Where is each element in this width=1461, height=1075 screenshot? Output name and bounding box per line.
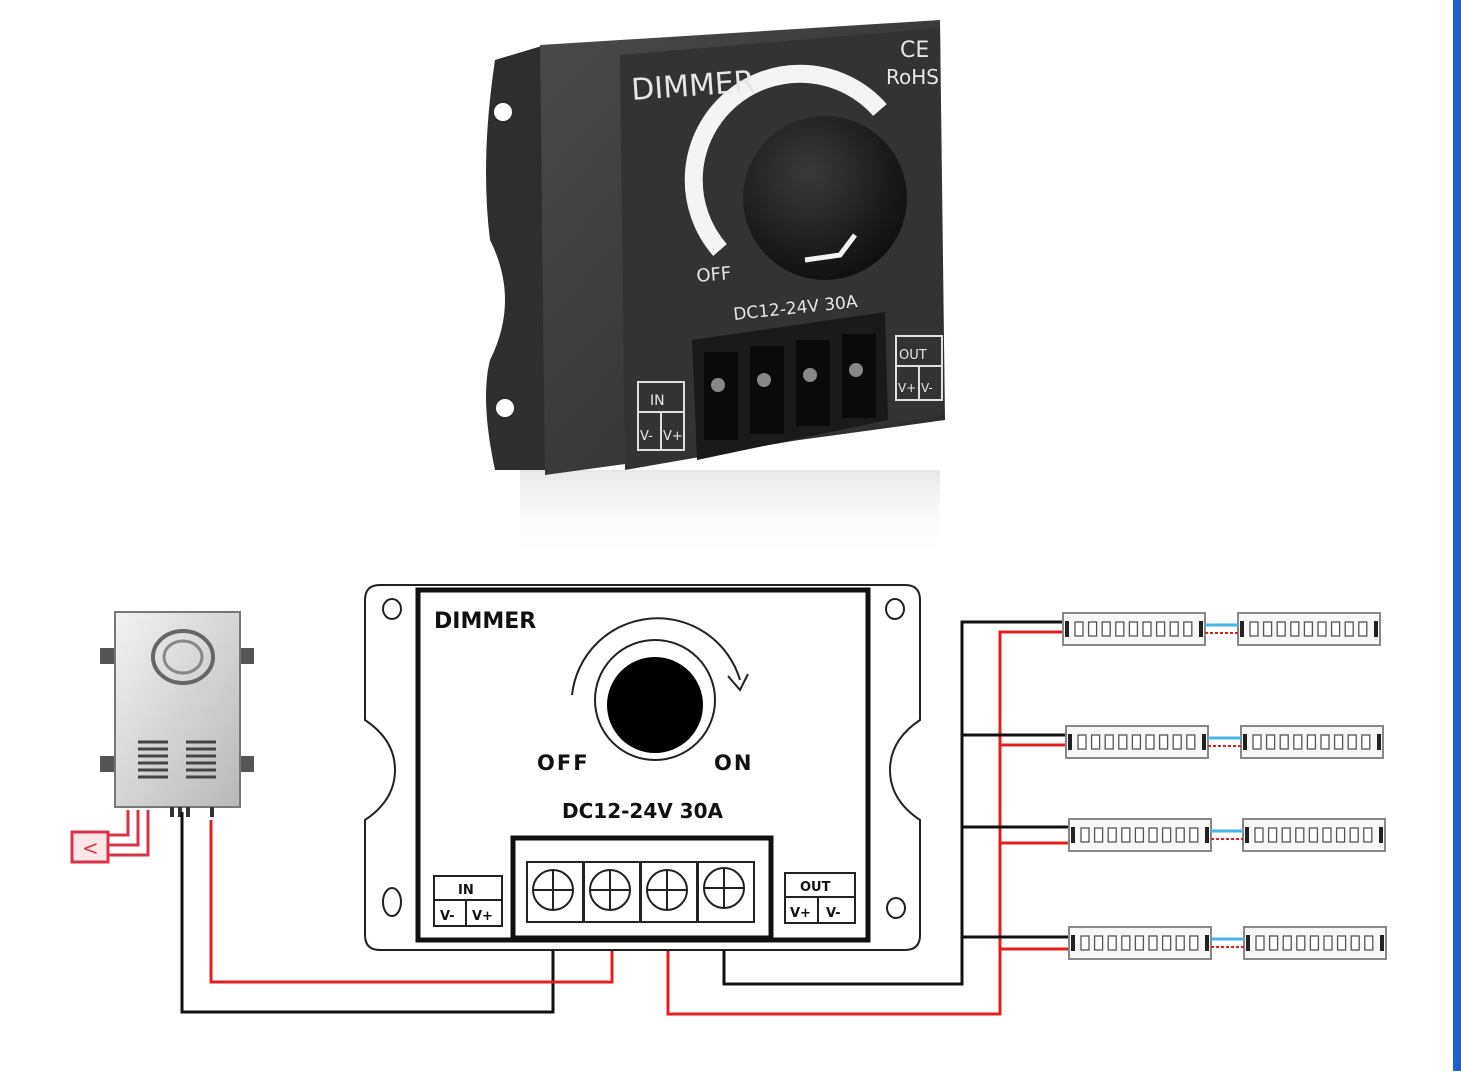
product-ce-mark: CE — [900, 38, 929, 63]
dimmer-in-terminal-label: IN V- V+ — [433, 875, 503, 927]
dimmer-rotation-arrow — [571, 617, 741, 696]
dimmer-knob[interactable] — [607, 657, 703, 753]
product-in-terminal-label: IN V- V+ — [637, 381, 685, 451]
product-knob[interactable] — [743, 116, 907, 280]
power-plug: < — [70, 810, 150, 864]
product-photo: DIMMER CE RoHS OFF DC12-24V 30A IN V- V+… — [486, 20, 945, 560]
led-strip — [1243, 926, 1387, 960]
dimmer-drawing: DIMMER OFF ON DC12-24V 30A IN V- V+ — [364, 584, 921, 951]
led-strip — [1240, 725, 1384, 759]
dimmer-in-title: IN — [458, 883, 474, 898]
product-mount-hole-bottom — [496, 399, 514, 417]
led-strips — [1062, 612, 1387, 960]
power-supply: < — [70, 611, 254, 864]
dimmer-off-label: OFF — [537, 751, 590, 775]
wire-out-positive — [666, 630, 1068, 1016]
dimmer-out-left: V+ — [790, 906, 811, 921]
power-supply-vents — [138, 740, 216, 779]
product-brand-label: DIMMER — [630, 64, 756, 108]
led-strip — [1065, 725, 1209, 759]
product-in-left: V- — [640, 429, 653, 444]
dimmer-terminal-screws — [526, 861, 755, 923]
product-out-right: V- — [921, 381, 933, 395]
accent-bar — [1453, 0, 1461, 1071]
product-knob-indicator — [804, 233, 857, 263]
product-out-terminal-label: OUT V+ V- — [895, 335, 943, 401]
wire-psu-negative — [180, 812, 555, 1014]
product-side-flange — [486, 45, 545, 470]
product-in-right: V+ — [663, 429, 683, 444]
product-reflection — [520, 470, 940, 560]
product-out-left: V+ — [898, 381, 916, 395]
dimmer-title: DIMMER — [434, 609, 536, 634]
dimmer-out-right: V- — [826, 906, 841, 921]
led-strip — [1237, 612, 1381, 646]
power-supply-fan — [151, 629, 215, 685]
led-strip — [1068, 818, 1212, 852]
product-out-title: OUT — [899, 348, 927, 363]
dimmer-in-left: V- — [440, 909, 455, 924]
wire-out-negative — [722, 620, 1068, 986]
led-strip — [1068, 926, 1212, 960]
power-plug-label: < — [82, 836, 99, 860]
product-terminal-screws — [704, 334, 876, 440]
product-rohs-mark: RoHS — [886, 65, 939, 89]
dimmer-rating-label: DC12-24V 30A — [562, 799, 724, 823]
product-off-label: OFF — [696, 263, 733, 287]
led-strip — [1242, 818, 1386, 852]
dimmer-out-title: OUT — [800, 880, 831, 895]
product-terminal-block — [692, 312, 888, 460]
wiring — [180, 620, 1070, 1016]
led-strip — [1062, 612, 1206, 646]
product-knob-arc — [684, 64, 887, 256]
product-in-title: IN — [650, 393, 665, 409]
product-mount-hole-top — [494, 103, 512, 121]
dimmer-on-label: ON — [714, 751, 753, 775]
dimmer-in-right: V+ — [472, 909, 493, 924]
power-supply-pins — [170, 807, 214, 817]
wire-psu-positive — [209, 820, 614, 984]
power-supply-case — [114, 611, 241, 808]
dimmer-out-terminal-label: OUT V+ V- — [784, 872, 856, 924]
